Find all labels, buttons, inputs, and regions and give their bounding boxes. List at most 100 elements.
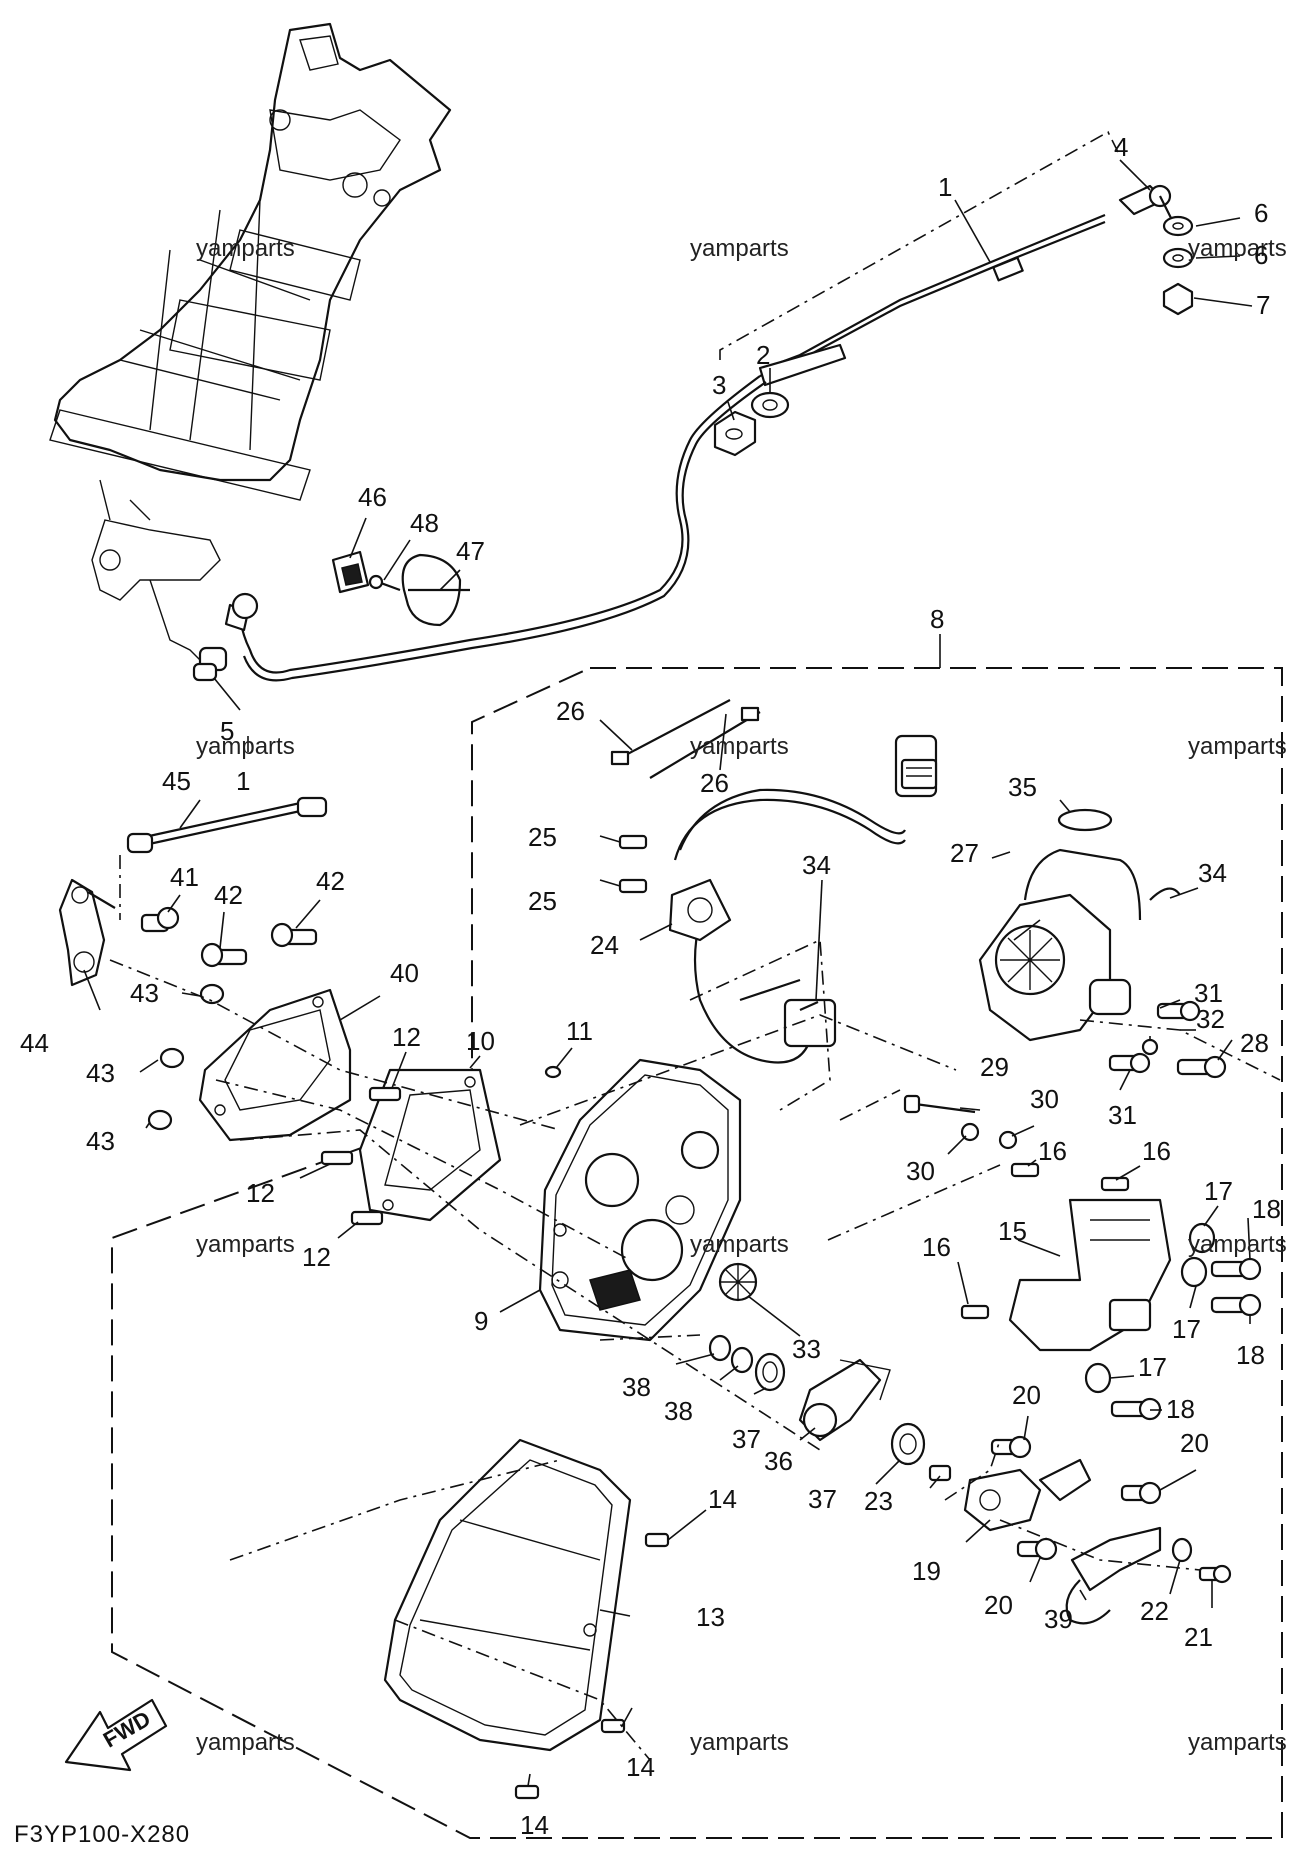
- cover-13: [383, 1438, 632, 1752]
- screw-48: [368, 574, 401, 592]
- callout-20: 20: [984, 1590, 1013, 1620]
- gasket-40: [198, 988, 352, 1142]
- bolt-41: [140, 906, 180, 933]
- callout-38: 38: [664, 1396, 693, 1426]
- callout-7: 7: [1256, 290, 1270, 320]
- housing-9: [538, 1058, 742, 1342]
- bolts-42: [200, 922, 318, 968]
- linkage-19: [963, 1458, 1092, 1532]
- leader-lines: [83, 159, 1253, 1787]
- callout-28: 28: [1240, 1028, 1269, 1058]
- gear-33: [718, 1262, 758, 1302]
- watermark-1: yamparts: [196, 235, 295, 262]
- assembly-boundary: [111, 667, 1283, 1839]
- callout-34: 34: [802, 850, 831, 880]
- callout-17: 17: [1172, 1314, 1201, 1344]
- callout-34: 34: [1198, 858, 1227, 888]
- callout-1: 1: [236, 766, 250, 796]
- callout-42: 42: [316, 866, 345, 896]
- watermark-4: yamparts: [196, 733, 295, 760]
- watermark-12: yamparts: [1188, 1729, 1287, 1756]
- watermark-5: yamparts: [690, 733, 789, 760]
- callout-42: 42: [214, 880, 243, 910]
- nuts-30: [960, 1122, 1018, 1150]
- callout-23: 23: [864, 1486, 893, 1516]
- callout-18: 18: [1236, 1340, 1265, 1370]
- callout-24: 24: [590, 930, 619, 960]
- studs-12: [320, 1086, 402, 1226]
- callout-37: 37: [808, 1484, 837, 1514]
- callout-6: 6: [1254, 240, 1268, 270]
- callout-12: 12: [246, 1178, 275, 1208]
- cable-nut: [713, 410, 757, 457]
- callout-26: 26: [556, 696, 585, 726]
- steering-column-bracket: [49, 22, 452, 661]
- grommet-24: [668, 878, 732, 942]
- callout-19: 19: [912, 1556, 941, 1586]
- callout-14: 14: [520, 1810, 549, 1840]
- callout-36: 36: [764, 1446, 793, 1476]
- plate-10: [358, 1068, 502, 1222]
- callout-2: 2: [756, 340, 770, 370]
- fasteners-28-32: [1108, 1000, 1227, 1079]
- callout-46: 46: [358, 482, 387, 512]
- pins-16: [960, 1162, 1130, 1320]
- callout-12: 12: [302, 1242, 331, 1272]
- callout-30: 30: [906, 1156, 935, 1186]
- clip-34: [799, 887, 1181, 1012]
- callout-25: 25: [528, 886, 557, 916]
- callout-16: 16: [922, 1232, 951, 1262]
- wire-harness: [673, 734, 938, 1064]
- callout-13: 13: [696, 1602, 725, 1632]
- callout-48: 48: [410, 508, 439, 538]
- callout-4: 4: [1114, 132, 1128, 162]
- callout-9: 9: [474, 1306, 488, 1336]
- callout-26: 26: [700, 768, 729, 798]
- callout-41: 41: [170, 862, 199, 892]
- callout-8: 8: [930, 604, 944, 634]
- callout-30: 30: [1030, 1084, 1059, 1114]
- bushing-37a: [754, 1352, 786, 1392]
- callout-labels: 1 1 2 3 4 5 6 6 7 8 9 10 11 12 12 12 13 …: [20, 132, 1281, 1840]
- callout-31: 31: [1194, 978, 1223, 1008]
- callout-16: 16: [1038, 1136, 1067, 1166]
- callout-15: 15: [998, 1216, 1027, 1246]
- callout-10: 10: [466, 1026, 495, 1056]
- callout-12: 12: [392, 1022, 421, 1052]
- callout-33: 33: [792, 1334, 821, 1364]
- pin-11: [544, 1065, 562, 1079]
- cable-end-5: [192, 646, 228, 682]
- washers-43: [147, 983, 225, 1131]
- callout-1: 1: [938, 172, 952, 202]
- callout-43: 43: [86, 1058, 115, 1088]
- bolt-21: [1198, 1564, 1232, 1584]
- callout-29: 29: [980, 1052, 1009, 1082]
- callout-6: 6: [1254, 198, 1268, 228]
- fwd-arrow: FWD: [64, 1698, 168, 1772]
- watermark-6: yamparts: [1188, 733, 1287, 760]
- diagram-code: F3YP100-X280: [14, 1821, 190, 1848]
- callout-38: 38: [622, 1372, 651, 1402]
- alignment-lines: [109, 130, 1281, 1761]
- callout-18: 18: [1252, 1194, 1281, 1224]
- callout-20: 20: [1180, 1428, 1209, 1458]
- callout-25: 25: [528, 822, 557, 852]
- callout-17: 17: [1138, 1352, 1167, 1382]
- callout-32: 32: [1196, 1004, 1225, 1034]
- rod-45: [126, 796, 328, 854]
- callout-40: 40: [390, 958, 419, 988]
- actuator-27: [978, 848, 1142, 1042]
- callout-31: 31: [1108, 1100, 1137, 1130]
- watermark-8: yamparts: [690, 1231, 789, 1258]
- band-47: [401, 553, 470, 627]
- callout-17: 17: [1204, 1176, 1233, 1206]
- bolts-25: [618, 834, 648, 894]
- cable-ties-26: [610, 699, 761, 779]
- callout-37: 37: [732, 1424, 761, 1454]
- callout-47: 47: [456, 536, 485, 566]
- watermark-11: yamparts: [690, 1729, 789, 1756]
- callout-14: 14: [626, 1752, 655, 1782]
- callout-11: 11: [566, 1016, 593, 1046]
- callout-5: 5: [220, 716, 234, 746]
